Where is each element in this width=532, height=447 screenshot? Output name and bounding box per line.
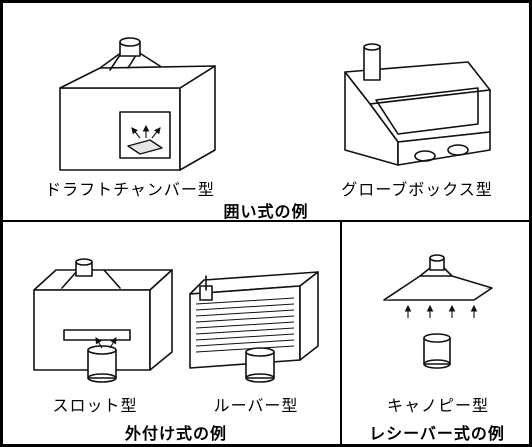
label-canopy: キャノピー型 xyxy=(386,396,489,415)
section-divider-vertical xyxy=(340,220,342,447)
caption-enclosed-type: 囲い式の例 xyxy=(223,202,309,221)
frame-left-border xyxy=(0,0,3,447)
draft-chamber-hood-icon xyxy=(59,37,216,171)
frame-right-border xyxy=(529,0,532,447)
label-louver: ルーバー型 xyxy=(213,396,299,415)
caption-external-type: 外付け式の例 xyxy=(124,424,227,443)
frame-top-border xyxy=(0,0,532,3)
label-draft-chamber: ドラフトチャンバー型 xyxy=(45,180,215,199)
canopy-hood-icon xyxy=(383,254,493,369)
louver-hood-icon xyxy=(189,271,319,383)
slot-hood-icon xyxy=(33,258,173,383)
caption-receiving-type: レシーバー式の例 xyxy=(369,424,505,443)
label-glove-box: グローブボックス型 xyxy=(341,180,493,199)
frame-bottom-border xyxy=(0,444,532,447)
section-divider-horizontal xyxy=(0,220,532,222)
glove-box-hood-icon xyxy=(344,43,491,166)
label-slot: スロット型 xyxy=(52,396,138,415)
